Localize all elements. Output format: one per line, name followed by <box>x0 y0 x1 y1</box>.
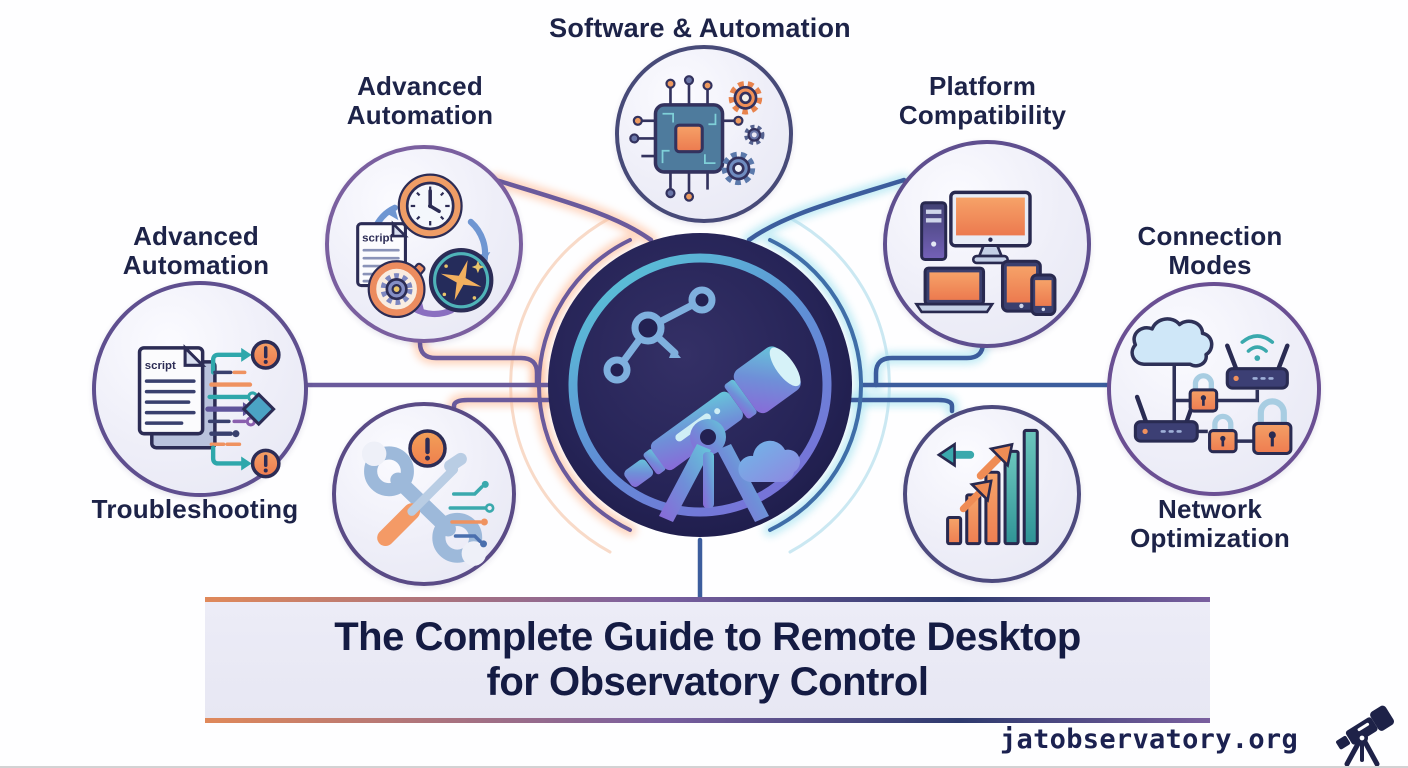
constellation-icon <box>603 286 716 384</box>
label-line: Network <box>1158 494 1262 524</box>
page-title-line1: The Complete Guide to Remote Desktop <box>334 615 1081 659</box>
script-document-icon: script <box>137 344 217 450</box>
label-advanced-automation-topleft: Advanced Automation <box>300 72 540 130</box>
label-line: Compatibility <box>898 100 1067 130</box>
hub-disc <box>548 233 852 537</box>
label-network-optimization: Network Optimization <box>1090 495 1330 553</box>
tower-pc-icon <box>920 201 948 261</box>
chart-bars <box>946 428 1039 546</box>
bottom-edge-line <box>0 766 1408 768</box>
automation-cycle-icon: script <box>356 173 494 319</box>
label-line: Advanced <box>357 71 483 101</box>
warning-icon <box>250 339 281 479</box>
script-label: script <box>145 360 176 372</box>
padlock-icon <box>1208 413 1238 454</box>
clock-icon <box>397 173 463 239</box>
script-label: script <box>362 232 393 244</box>
label-troubleshooting: Troubleshooting <box>91 494 299 524</box>
script-flow-icon: script <box>137 339 281 479</box>
trend-arrow-icons <box>936 441 1014 513</box>
devices-icon <box>914 190 1057 317</box>
flow-lines-icon <box>205 352 253 466</box>
label-platform-compatibility: Platform Compatibility <box>860 72 1105 130</box>
label-line: Advanced <box>133 221 259 251</box>
label-line: Optimization <box>1130 523 1290 553</box>
padlock-icon <box>1188 373 1219 413</box>
node-troubleshooting-script: script <box>92 281 308 497</box>
label-line: Automation <box>346 100 494 130</box>
label-software-automation: Software & Automation <box>549 13 851 43</box>
hub-ring <box>568 253 832 517</box>
router-icon-wifi <box>1225 334 1290 390</box>
label-advanced-automation-left: Advanced Automation <box>76 222 316 280</box>
padlock-icon-large <box>1252 398 1293 456</box>
chip-pin-dots <box>629 75 744 202</box>
cloud-icon <box>1130 317 1214 368</box>
cloud-icon <box>738 440 800 482</box>
telescope-icon <box>624 346 801 522</box>
node-platform-compatibility <box>883 140 1091 348</box>
cpu-core <box>674 123 704 154</box>
desktop-monitor-icon <box>949 190 1032 265</box>
node-performance-chart <box>903 405 1081 583</box>
network-links <box>1172 365 1260 443</box>
warning-icon <box>408 429 447 468</box>
label-line: Connection <box>1137 221 1283 251</box>
chip-traces <box>661 112 717 164</box>
node-software-automation <box>615 45 793 223</box>
gear-icon-blue <box>721 151 756 186</box>
node-repair-tools <box>332 402 516 586</box>
footer-telescope-icon <box>1336 705 1394 766</box>
gear-icon-small-navy <box>744 124 765 146</box>
node-connection-modes <box>1107 282 1321 496</box>
tools-icon <box>361 429 495 566</box>
network-security-icon <box>1130 317 1293 456</box>
cpu-chip-and-gears-icon <box>629 75 765 202</box>
circuit-lines-icon <box>448 485 487 543</box>
page-title-line2: for Observatory Control <box>486 660 929 704</box>
label-line: Modes <box>1168 250 1252 280</box>
phone-icon <box>1030 273 1057 317</box>
center-hub <box>545 230 855 540</box>
label-line: Platform <box>928 71 1037 101</box>
compass-star-icon <box>428 247 494 313</box>
flow-endpoints <box>232 347 276 471</box>
node-advanced-automation-cycle: script <box>325 145 523 343</box>
router-icon <box>1133 394 1199 443</box>
gear-icon-orange <box>728 81 763 115</box>
laptop-icon <box>914 266 995 314</box>
screwdriver-icon <box>377 452 467 547</box>
bar-chart-icon <box>936 428 1039 546</box>
site-url: jatobservatory.org <box>1000 724 1298 755</box>
gear-timer-icon <box>367 260 426 319</box>
circuit-dots <box>480 480 495 548</box>
label-connection-modes: Connection Modes <box>1090 222 1330 280</box>
telescope-hub-icon <box>548 233 852 537</box>
label-line: Automation <box>122 250 270 280</box>
title-banner: The Complete Guide to Remote Desktop for… <box>205 597 1210 723</box>
diamond-icon <box>241 392 276 427</box>
